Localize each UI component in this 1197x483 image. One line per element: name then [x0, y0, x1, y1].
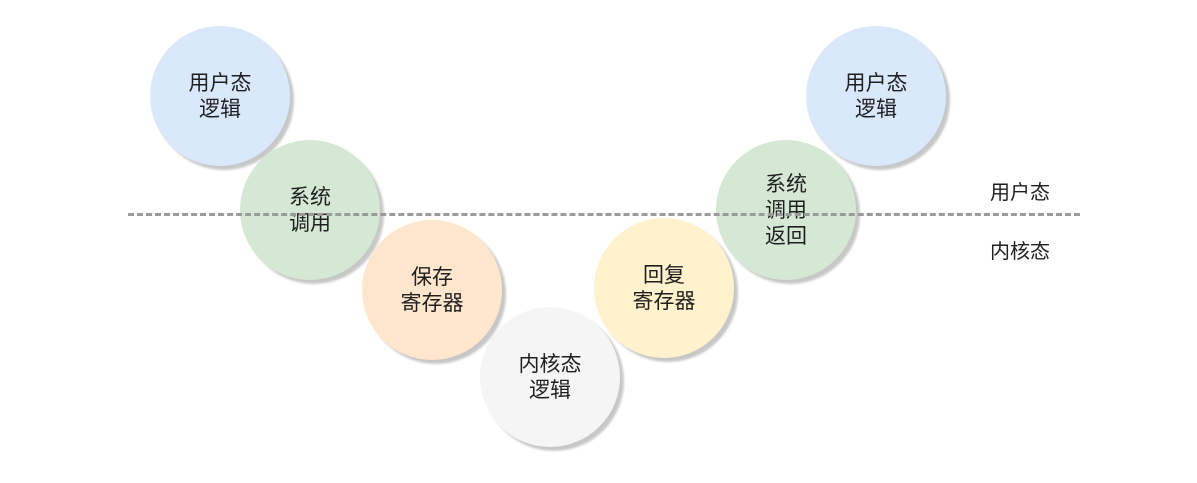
node-line: 寄存器: [632, 289, 696, 313]
node-line: 保存: [411, 265, 453, 289]
user-mode-label: 用户态: [990, 180, 1050, 204]
node-line: 用户态: [844, 71, 908, 95]
user-kernel-boundary-line: [128, 213, 1080, 216]
node-line: 回复: [643, 263, 685, 287]
node-line: 寄存器: [400, 291, 464, 315]
node-line: 用户态: [188, 71, 252, 95]
kernel-logic-node: 内核态 逻辑: [480, 307, 620, 447]
user-logic-left-node: 用户态 逻辑: [150, 26, 290, 166]
node-line: 调用: [765, 198, 807, 222]
node-line: 逻辑: [199, 97, 241, 121]
syscall-node: 系统 调用: [240, 140, 380, 280]
restore-registers-node: 回复 寄存器: [594, 218, 734, 358]
node-line: 逻辑: [529, 378, 571, 402]
node-line: 系统: [765, 172, 807, 196]
user-logic-right-node: 用户态 逻辑: [806, 26, 946, 166]
kernel-mode-label: 内核态: [990, 239, 1050, 263]
save-registers-node: 保存 寄存器: [362, 220, 502, 360]
node-line: 内核态: [518, 352, 582, 376]
node-line: 逻辑: [855, 97, 897, 121]
node-line: 系统: [289, 185, 331, 209]
node-line: 返回: [765, 224, 807, 248]
syscall-return-node: 系统 调用 返回: [716, 140, 856, 280]
